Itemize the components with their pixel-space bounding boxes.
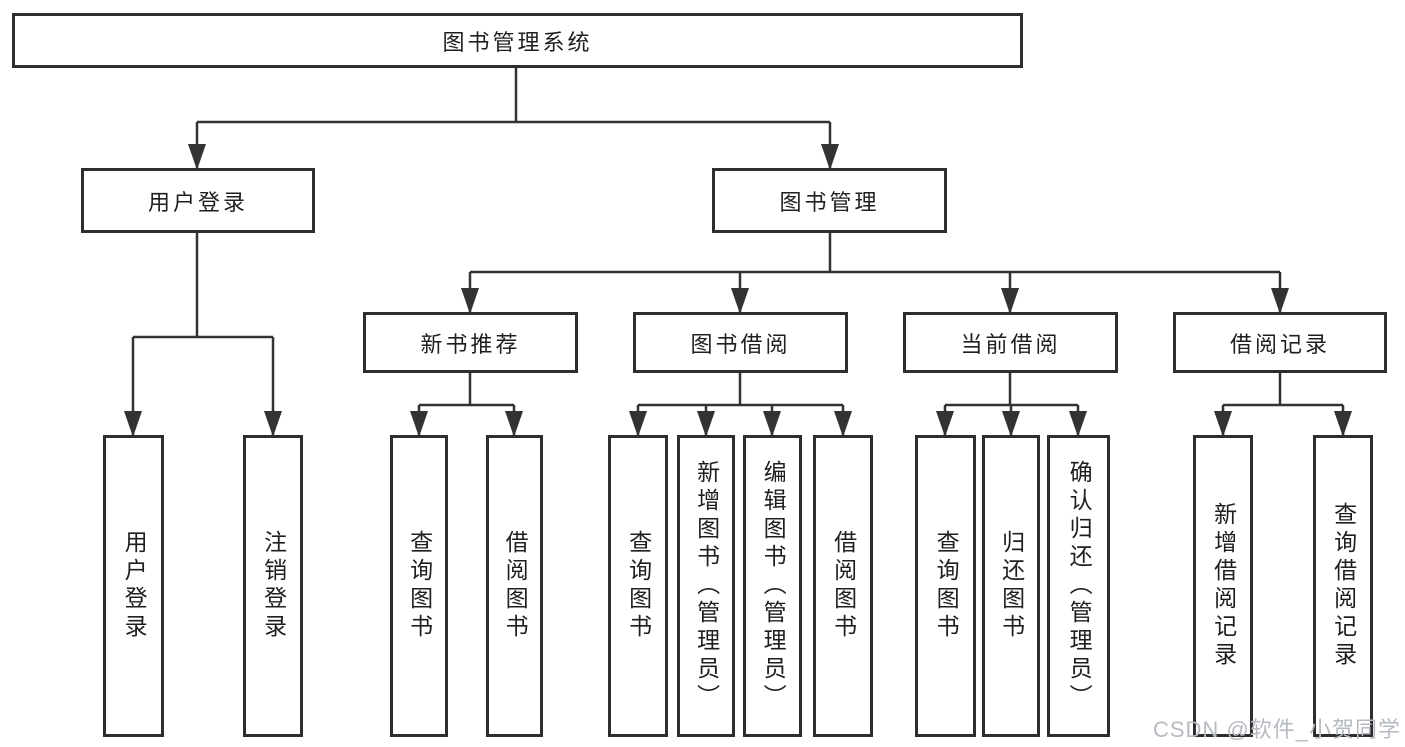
leaf-label: 用户登录 — [121, 530, 148, 642]
leaf-logout: 注销登录 — [243, 435, 303, 737]
leaf-add-borrow-record: 新增借阅记录 — [1193, 435, 1253, 737]
leaf-label: 新增借阅记录 — [1210, 502, 1237, 670]
node-user-login: 用户登录 — [81, 168, 315, 233]
leaf-label: 确认归还（管理员） — [1066, 460, 1093, 712]
leaf-label: 编辑图书（管理员） — [760, 460, 787, 712]
leaf-label: 注销登录 — [260, 530, 287, 642]
node-root-system: 图书管理系统 — [12, 13, 1023, 68]
node-new-book-recommend: 新书推荐 — [363, 312, 578, 373]
leaf-label: 查询借阅记录 — [1330, 502, 1357, 670]
leaf-label: 查询图书 — [625, 530, 652, 642]
leaf-label: 借阅图书 — [502, 530, 529, 642]
leaf-label: 归还图书 — [998, 530, 1025, 642]
leaf-label: 借阅图书 — [830, 530, 857, 642]
node-book-management: 图书管理 — [712, 168, 947, 233]
leaf-borrow-books-recommend: 借阅图书 — [486, 435, 543, 737]
leaf-label: 查询图书 — [406, 530, 433, 642]
leaf-user-login: 用户登录 — [103, 435, 164, 737]
leaf-query-books-current: 查询图书 — [915, 435, 976, 737]
leaf-query-borrow-record: 查询借阅记录 — [1313, 435, 1373, 737]
leaf-confirm-return-admin: 确认归还（管理员） — [1047, 435, 1110, 737]
node-book-borrowing: 图书借阅 — [633, 312, 848, 373]
leaf-query-books-recommend: 查询图书 — [390, 435, 448, 737]
leaf-borrow-books: 借阅图书 — [813, 435, 873, 737]
node-current-borrowing: 当前借阅 — [903, 312, 1118, 373]
leaf-label: 查询图书 — [933, 530, 960, 642]
leaf-edit-books-admin: 编辑图书（管理员） — [743, 435, 802, 737]
leaf-return-books: 归还图书 — [982, 435, 1040, 737]
csdn-watermark: CSDN @软件_小贺同学 — [1152, 717, 1401, 742]
node-borrowing-records: 借阅记录 — [1173, 312, 1387, 373]
leaf-add-books-admin: 新增图书（管理员） — [677, 435, 735, 737]
leaf-label: 新增图书（管理员） — [693, 460, 720, 712]
leaf-query-books-borrowing: 查询图书 — [608, 435, 668, 737]
